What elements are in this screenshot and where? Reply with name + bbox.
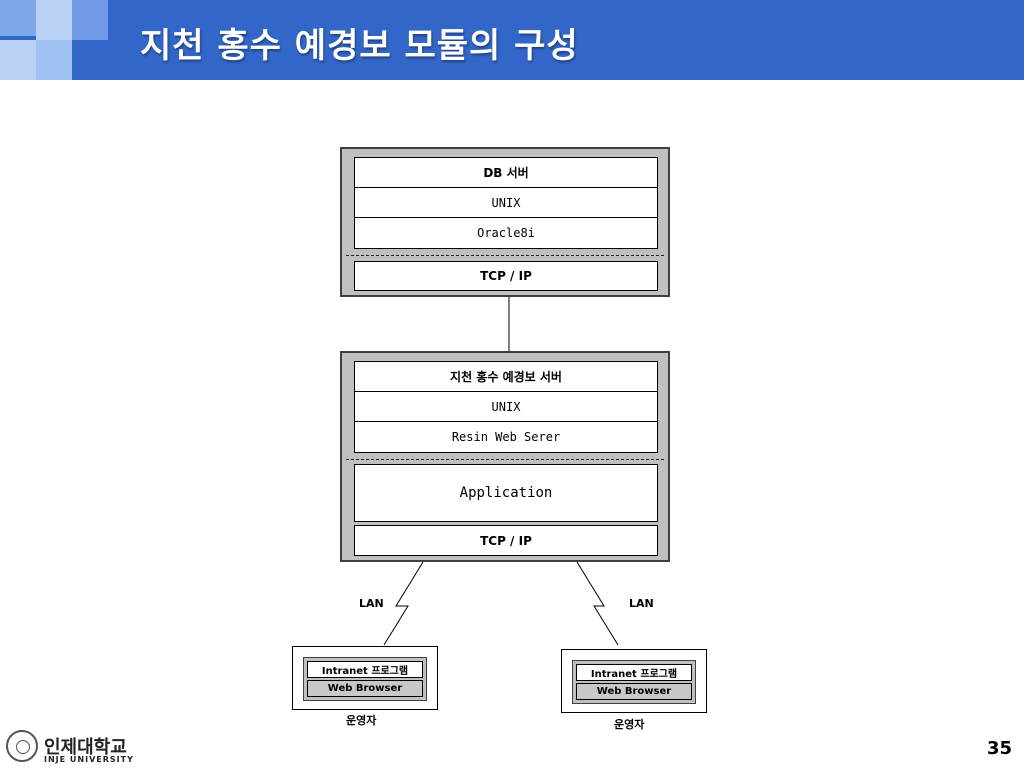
decor-square	[72, 0, 108, 40]
lan-label-right: LAN	[629, 597, 654, 610]
lan-label-left: LAN	[359, 597, 384, 610]
lan-link-left	[383, 561, 424, 646]
db-server-db: Oracle8i	[354, 217, 658, 249]
db-server-protocol: TCP / IP	[354, 261, 658, 291]
page-number: 35	[986, 738, 1012, 759]
client-browser: Web Browser	[576, 683, 692, 700]
app-server-os: UNIX	[354, 391, 658, 422]
client-terminal-right: Intranet 프로그램 Web Browser	[561, 649, 707, 713]
app-server-protocol: TCP / IP	[354, 525, 658, 556]
db-server: DB 서버 UNIX Oracle8i TCP / IP	[340, 147, 670, 297]
decor-square	[0, 40, 36, 80]
logo-english: INJE UNIVERSITY	[44, 755, 134, 764]
app-server: 지천 홍수 예경보 서버 UNIX Resin Web Serer Applic…	[340, 351, 670, 562]
decor-square	[36, 40, 72, 80]
lan-link-right	[576, 561, 619, 646]
client-program: Intranet 프로그램	[307, 661, 423, 678]
client-terminal-left: Intranet 프로그램 Web Browser	[292, 646, 438, 710]
divider	[346, 255, 664, 256]
page-title: 지천 홍수 예경보 모듈의 구성	[140, 26, 579, 66]
db-server-os: UNIX	[354, 187, 658, 218]
client-browser: Web Browser	[307, 680, 423, 697]
decor-square	[0, 0, 36, 36]
app-server-name: 지천 홍수 예경보 서버	[354, 361, 658, 392]
client-role-right: 운영자	[614, 718, 645, 731]
university-seal-icon	[6, 730, 38, 762]
logo-korean: 인제대학교	[44, 737, 127, 758]
client-role-left: 운영자	[346, 714, 377, 727]
app-server-application: Application	[354, 464, 658, 522]
decor-square	[36, 0, 72, 40]
header-bar: 지천 홍수 예경보 모듈의 구성	[0, 0, 1024, 80]
client-program: Intranet 프로그램	[576, 664, 692, 681]
divider	[346, 459, 664, 460]
db-server-name: DB 서버	[354, 157, 658, 188]
client-panel: Intranet 프로그램 Web Browser	[572, 660, 696, 704]
app-server-web: Resin Web Serer	[354, 421, 658, 453]
client-panel: Intranet 프로그램 Web Browser	[303, 657, 427, 701]
